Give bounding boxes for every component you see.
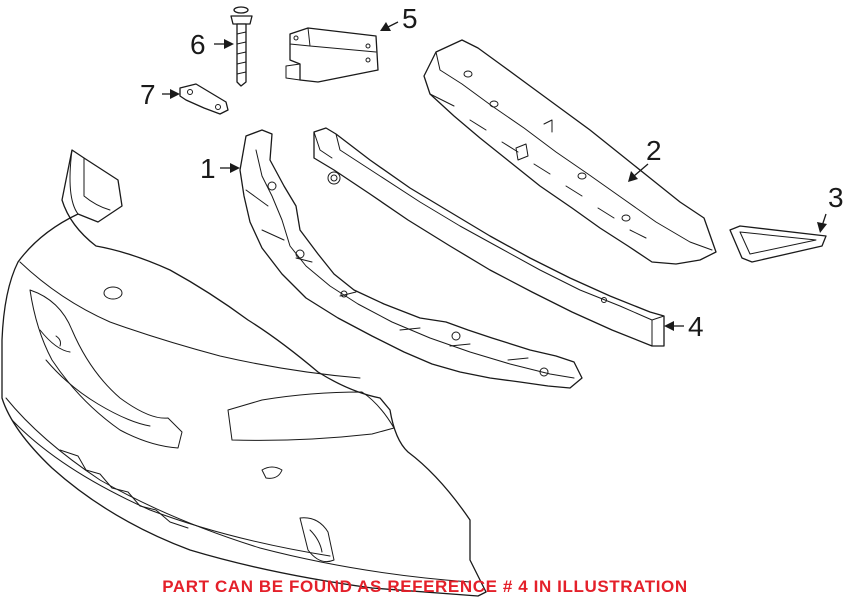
callout-3: 3 (828, 182, 844, 213)
part-3-trim (729, 225, 827, 263)
callout-5: 5 (402, 3, 418, 34)
callout-4: 4 (688, 311, 704, 342)
callout-2: 2 (646, 135, 662, 166)
part-6-bolt (230, 6, 253, 87)
part-1-energy-absorber (239, 129, 583, 389)
part-2-upper-absorber (423, 39, 717, 265)
part-4-reinforcement-beam (313, 127, 665, 347)
part-5-bracket (285, 27, 379, 83)
callout-6: 6 (190, 29, 206, 60)
callout-1: 1 (200, 153, 216, 184)
callout-7: 7 (140, 79, 156, 110)
part-7-bracket-plate (179, 83, 229, 115)
leader-lines (162, 21, 827, 331)
bumper-cover (1, 149, 487, 597)
reference-note: PART CAN BE FOUND AS REFERENCE # 4 IN IL… (162, 577, 688, 596)
